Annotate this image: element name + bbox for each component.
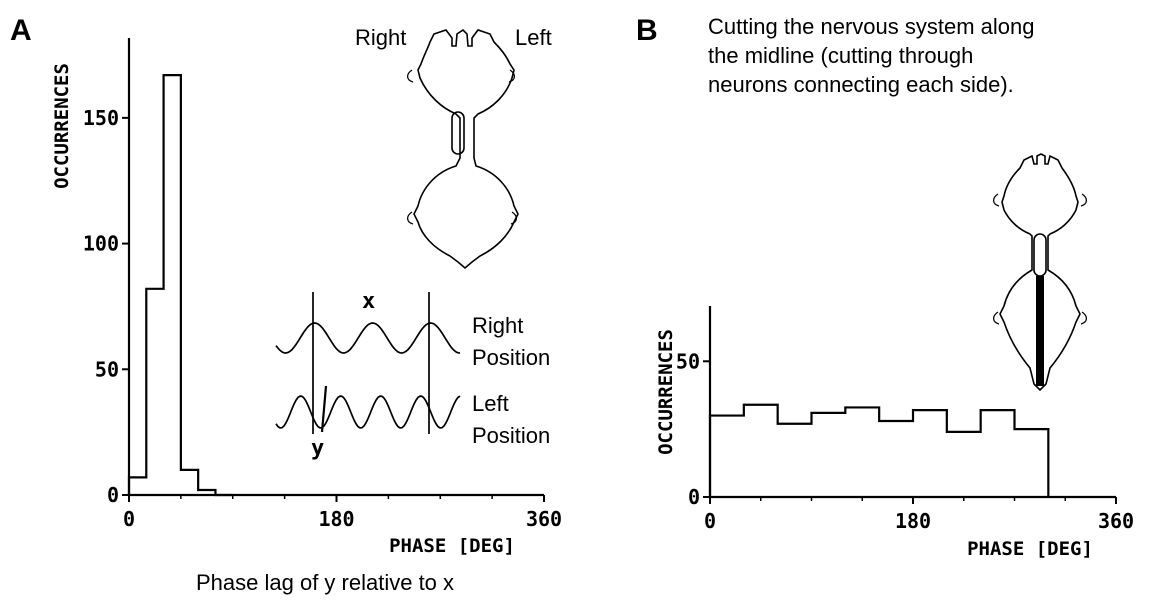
panel-a-letter: A <box>10 14 32 47</box>
chart-a-histogram-outline <box>127 74 233 497</box>
x-tick-label: 180 <box>895 509 931 533</box>
left-side-label: Left <box>515 25 552 50</box>
histogram-bar <box>879 421 913 497</box>
nervous-system-drawing <box>406 28 519 270</box>
y-tick-label: 50 <box>95 357 119 381</box>
left-position-trace <box>275 395 461 429</box>
chart-a-y-axis-label: OCCURRENCES <box>51 63 73 189</box>
x-tick-label: 360 <box>1098 509 1134 533</box>
chart-a-x-axis-label: PHASE [DEG] <box>389 535 515 557</box>
y-tick-label: 100 <box>83 232 119 256</box>
histogram-bar <box>947 432 981 497</box>
position-traces-inset <box>275 292 461 434</box>
chart-b-x-axis-label: PHASE [DEG] <box>967 538 1093 560</box>
panel-b-letter: B <box>636 14 658 47</box>
right-side-label: Right <box>355 25 406 50</box>
y-tick-label: 150 <box>83 106 119 130</box>
histogram-bar <box>744 405 778 497</box>
x-tick-label: 180 <box>318 507 354 531</box>
y-marker-label: y <box>311 436 324 461</box>
histogram-bar <box>129 477 146 495</box>
lag-marker-line <box>320 385 328 433</box>
left-trace-label: Left <box>472 391 509 416</box>
histogram-bar <box>710 416 744 497</box>
chart-b: 0 50 0 180 360 PHASE [DEG] OCCURRENCES <box>655 306 1134 560</box>
right-trace-label: Position <box>472 345 550 370</box>
histogram-bar <box>913 410 947 497</box>
panel-a-caption: Phase lag of y relative to x <box>196 570 455 595</box>
panel-b-caption-line: the midline (cutting through <box>708 43 974 68</box>
x-tick-label: 0 <box>704 509 716 533</box>
histogram-bar <box>146 289 163 495</box>
chart-a: 0 50 100 150 0 180 360 PHASE [DEG] OCCURRENCES <box>51 38 562 557</box>
y-tick-label: 50 <box>676 349 700 373</box>
y-tick-label: 0 <box>688 485 700 509</box>
right-position-trace <box>275 322 461 354</box>
left-trace-label: Position <box>472 423 550 448</box>
right-trace-label: Right <box>472 313 523 338</box>
y-tick-label: 0 <box>107 483 119 507</box>
panel-b-caption-line: Cutting the nervous system along <box>708 14 1035 39</box>
histogram-bar <box>845 407 879 497</box>
chart-b-y-axis-label: OCCURRENCES <box>655 329 677 455</box>
histogram-bar <box>1015 429 1049 497</box>
panel-b-caption: Cutting the nervous system along the mid… <box>708 12 1035 99</box>
histogram-bar <box>164 75 181 495</box>
x-tick-label: 0 <box>123 507 135 531</box>
x-tick-label: 360 <box>526 507 562 531</box>
histogram-bar <box>981 410 1015 497</box>
panel-b-caption-line: neurons connecting each side). <box>708 72 1014 97</box>
histogram-bar <box>181 470 198 495</box>
cut-nervous-system-drawing <box>992 153 1088 392</box>
x-marker-label: x <box>362 289 375 314</box>
histogram-bar <box>778 424 812 497</box>
chart-b-histogram-outline <box>708 403 1050 497</box>
histogram-bar <box>812 413 846 497</box>
